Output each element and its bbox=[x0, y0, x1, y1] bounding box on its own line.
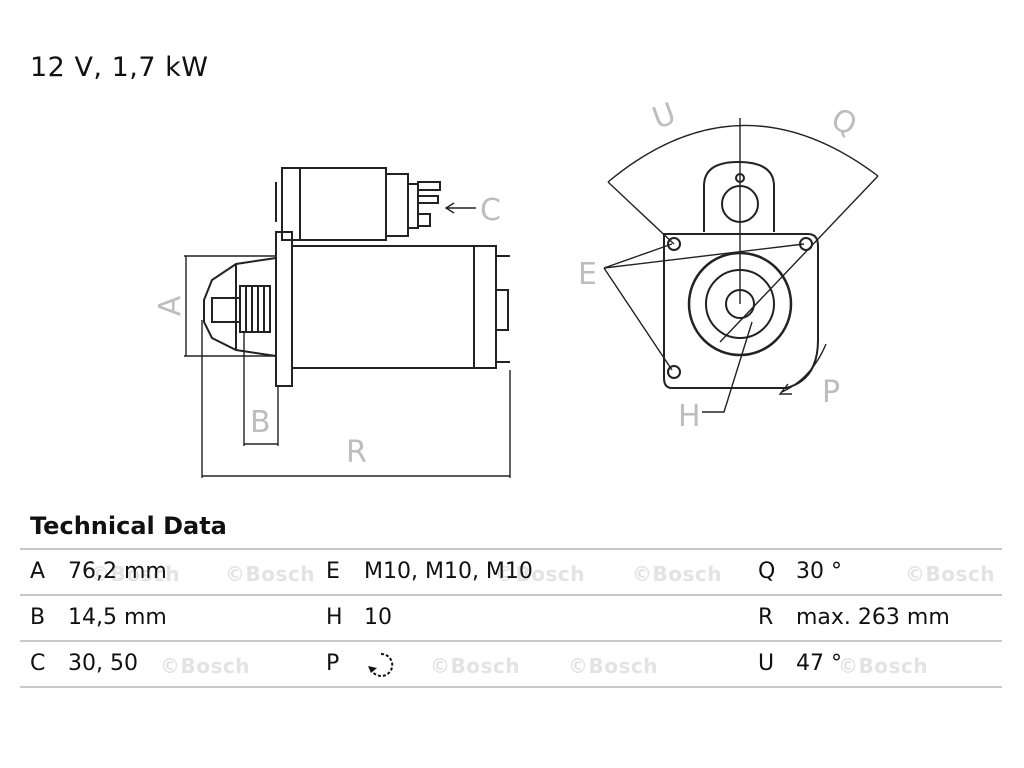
watermark: ©Bosch bbox=[632, 562, 722, 586]
spec-row: B 14,5 mm H 10 R max. 263 mm bbox=[20, 594, 1002, 640]
front-housing bbox=[663, 233, 819, 389]
bolt-hole-tl bbox=[667, 237, 681, 251]
label-U: U bbox=[648, 96, 681, 136]
label-B: B bbox=[250, 405, 271, 440]
solenoid-cap bbox=[385, 173, 409, 237]
clockwise-rotation-icon bbox=[368, 652, 394, 677]
headline: 12 V, 1,7 kW bbox=[30, 52, 209, 83]
spec-row: ©Bosch ©Bosch ©Bosch ©Bosch ©Bosch A 76,… bbox=[20, 548, 1002, 594]
pinion bbox=[239, 285, 271, 333]
spec-value: 47 ° bbox=[796, 651, 842, 676]
watermark: ©Bosch bbox=[225, 562, 315, 586]
spec-value: 30, 50 bbox=[68, 651, 138, 676]
technical-data-title: Technical Data bbox=[30, 512, 227, 540]
watermark: ©Bosch bbox=[905, 562, 995, 586]
spec-key: U bbox=[758, 651, 775, 676]
top-mount-lug bbox=[703, 160, 775, 232]
spec-value: 10 bbox=[364, 605, 392, 630]
starter-motor-drawing: A B R C U Q E H P bbox=[153, 96, 879, 478]
spec-key: A bbox=[30, 559, 46, 584]
label-P: P bbox=[822, 375, 840, 410]
spec-key: E bbox=[326, 559, 340, 584]
spec-key: H bbox=[326, 605, 343, 630]
label-A: A bbox=[153, 295, 188, 316]
watermark: ©Bosch bbox=[838, 654, 928, 678]
label-Q: Q bbox=[826, 102, 862, 144]
terminal-mid bbox=[417, 195, 439, 204]
watermark: ©Bosch bbox=[568, 654, 658, 678]
spec-key: P bbox=[326, 651, 340, 676]
watermark: ©Bosch bbox=[495, 562, 585, 586]
nose-housing bbox=[203, 257, 277, 357]
spec-key: B bbox=[30, 605, 46, 630]
watermark: ©Bosch bbox=[430, 654, 520, 678]
spec-value: max. 263 mm bbox=[796, 605, 950, 630]
label-E: E bbox=[578, 257, 597, 292]
spec-value: M10, M10, M10 bbox=[364, 559, 533, 584]
spec-value: 14,5 mm bbox=[68, 605, 167, 630]
spec-key: R bbox=[758, 605, 774, 630]
side-view bbox=[203, 167, 510, 387]
solenoid-body bbox=[299, 167, 387, 241]
label-R: R bbox=[346, 435, 367, 470]
label-C: C bbox=[480, 193, 501, 228]
spec-table: ©Bosch ©Bosch ©Bosch ©Bosch ©Bosch A 76,… bbox=[20, 548, 1002, 688]
mounting-flange bbox=[275, 231, 293, 387]
watermark: ©Bosch bbox=[90, 562, 180, 586]
end-bolt bbox=[495, 289, 509, 331]
label-H: H bbox=[678, 399, 701, 434]
watermark: ©Bosch bbox=[160, 654, 250, 678]
bolt-hole-bl bbox=[667, 365, 681, 379]
spec-key: C bbox=[30, 651, 46, 676]
spec-value: 76,2 mm bbox=[68, 559, 167, 584]
spec-key: Q bbox=[758, 559, 776, 584]
solenoid-flange bbox=[281, 167, 301, 241]
front-view bbox=[663, 160, 819, 389]
side-dimensions bbox=[184, 202, 511, 478]
spec-row: ©Bosch ©Bosch ©Bosch ©Bosch C 30, 50 P U… bbox=[20, 640, 1002, 688]
front-dimensions bbox=[603, 118, 879, 413]
end-cap bbox=[473, 245, 497, 369]
terminal-top bbox=[417, 181, 441, 191]
terminal-bottom bbox=[417, 213, 431, 227]
motor-body bbox=[291, 245, 475, 369]
spec-value: 30 ° bbox=[796, 559, 842, 584]
